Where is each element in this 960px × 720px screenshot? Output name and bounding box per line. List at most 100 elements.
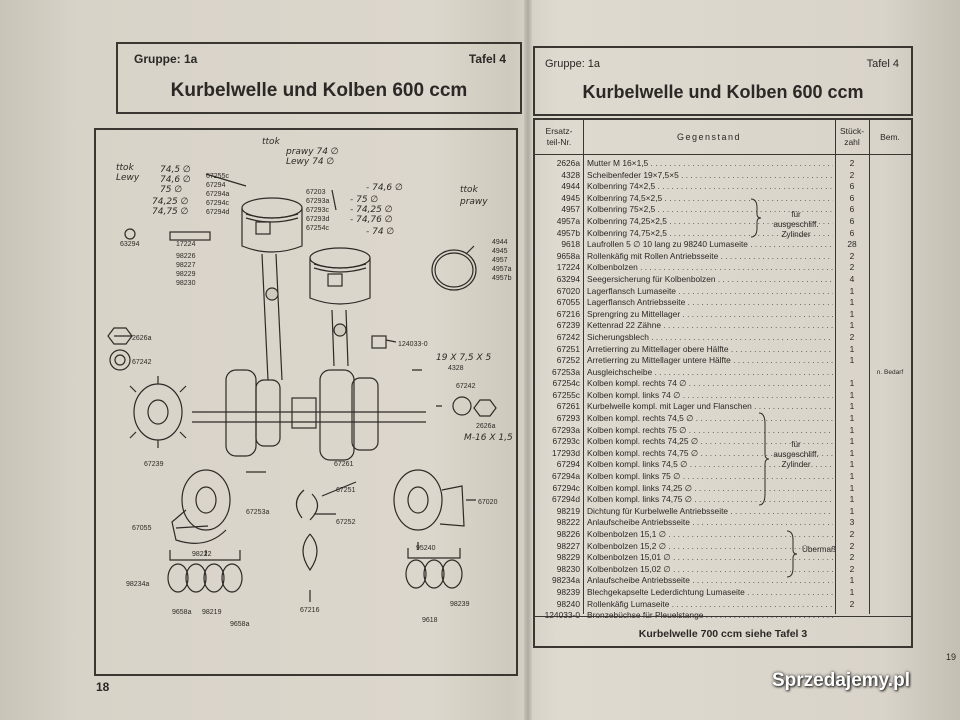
description-cell: Blechgekapselte Lederdichtung Lumaseite xyxy=(587,587,833,599)
diagram-label: 98219 xyxy=(202,609,222,616)
diagram-label: 9658a xyxy=(172,609,192,616)
quantity-cell: 6 xyxy=(849,181,855,192)
diagram-label: 63294 xyxy=(120,241,140,248)
quantity-cell: 1 xyxy=(849,297,855,308)
description-cell: Anlaufscheibe Antriebsseite xyxy=(587,575,833,587)
diagram-label: 2626a xyxy=(476,423,496,430)
quantity-cell: 1 xyxy=(849,482,855,493)
handwritten-note: 74,5 ∅ xyxy=(160,165,191,175)
diagram-label: 67252 xyxy=(336,519,356,526)
quantity-cell: 2 xyxy=(849,552,855,563)
quantity-cell: 1 xyxy=(849,424,855,435)
diagram-label: 67255c xyxy=(206,173,229,180)
description-cell: Arretierring zu Mittellager obere Hälfte xyxy=(587,344,833,356)
description-cell: Kettenrad 22 Zähne xyxy=(587,320,833,332)
quantity-cell: 1 xyxy=(849,494,855,505)
diagram-label: 98239 xyxy=(450,601,470,608)
description-cell: Bronzebüchse für Pleuelstange xyxy=(587,610,833,622)
part-number-cell: 67020 xyxy=(556,285,580,296)
diagram-label: 67294 xyxy=(206,182,226,189)
part-number-cell: 63294 xyxy=(556,273,580,284)
quantity-cell: 2 xyxy=(849,563,855,574)
quantity-cell: 1 xyxy=(849,436,855,447)
diagram-label: 98230 xyxy=(176,280,196,287)
header-remark: Bem. xyxy=(880,132,900,142)
sprocket-shape xyxy=(129,376,187,448)
part-number-cell: 67254c xyxy=(552,378,580,389)
quantity-cell: 2 xyxy=(849,158,855,168)
diagram-label: 67239 xyxy=(144,461,164,468)
diagram-label: 67254c xyxy=(306,225,329,232)
description-cell: Kolbenring 74×2,5 xyxy=(587,181,833,193)
part-number-cell: 67293c xyxy=(552,436,580,447)
diagram-label: 67242 xyxy=(132,359,152,366)
handwritten-note: M-16 X 1,5 xyxy=(464,433,513,443)
part-number-cell: 67261 xyxy=(556,401,580,412)
handwritten-note: 75 ∅ xyxy=(160,185,182,195)
part-number-cell: 4957 xyxy=(561,204,580,215)
description-cell: Arretierring zu Mittellager untere Hälft… xyxy=(587,355,833,367)
left-plate-label: Tafel 4 xyxy=(468,52,506,66)
diagram-label: 98222 xyxy=(192,551,212,558)
quantity-cell: 1 xyxy=(849,459,855,470)
description-cell: Kolbenbolzen 15,02 ∅ xyxy=(587,564,833,576)
quantity-cell: 4 xyxy=(849,273,855,284)
part-number-cell: 67253a xyxy=(552,366,580,377)
part-number-cell: 4328 xyxy=(561,169,580,180)
description-cell: Kolben kompl. rechts 74,25 ∅ xyxy=(587,436,833,448)
diagram-label: 124033-0 xyxy=(398,341,428,348)
diagram-label: 98226 xyxy=(176,253,196,260)
quantity-cell: 2 xyxy=(849,250,855,261)
part-number-cell: 98227 xyxy=(556,540,580,551)
handwritten-note: ttok xyxy=(460,185,479,195)
part-number-cell: 4957a xyxy=(556,215,580,226)
quantity-cell: 2 xyxy=(849,540,855,551)
diagram-label: 9658a xyxy=(230,621,250,628)
description-cell: Kolben kompl. links 75 ∅ xyxy=(587,471,833,483)
handwritten-note: 74,25 ∅ xyxy=(152,197,188,207)
table-row: 67242Sicherungsblech2 xyxy=(535,332,911,344)
description-cell: Rollenkäfig mit Rollen Antriebsseite xyxy=(587,251,833,263)
table-row: 67293c Kolben kompl. rechts 74,25 ∅ 1 xyxy=(535,436,911,448)
handwritten-note: prawy 74 ∅ xyxy=(285,147,339,157)
brace-note-oversize: Übermaß xyxy=(801,545,837,554)
right-plate-label: Tafel 4 xyxy=(866,58,899,70)
part-number-cell: 67216 xyxy=(556,308,580,319)
right-page-header: Gruppe: 1a Tafel 4 Kurbelwelle und Kolbe… xyxy=(533,46,913,116)
quantity-cell: 2 xyxy=(849,262,855,273)
footer-divider xyxy=(535,616,911,617)
piston-left-shape xyxy=(241,197,303,253)
quantity-cell: 1 xyxy=(849,308,855,319)
diagram-label: 4957 xyxy=(492,257,508,264)
handwritten-note: - 74,25 ∅ xyxy=(350,205,393,215)
diagram-label: 67294a xyxy=(206,191,229,198)
part-number-cell: 67293 xyxy=(556,413,580,424)
description-cell: Kolbenring 74,5×2,5 xyxy=(587,193,833,205)
diagram-label: 67293a xyxy=(306,198,329,205)
flange-right-shape xyxy=(393,469,465,531)
part-number-cell: 67239 xyxy=(556,320,580,331)
part-number-cell: 67294a xyxy=(552,471,580,482)
quantity-cell: 2 xyxy=(849,598,855,609)
part-number-cell: 98226 xyxy=(556,529,580,539)
quantity-cell: 1 xyxy=(849,413,855,424)
description-cell: Kolbenring 75×2,5 xyxy=(587,204,833,216)
